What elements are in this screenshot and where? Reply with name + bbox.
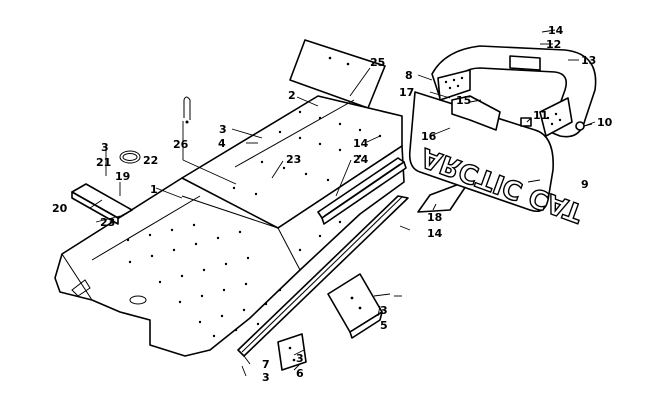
callout-23: 23 — [100, 216, 115, 229]
bracket-5 — [327, 273, 383, 339]
cable-26 — [183, 96, 191, 124]
tunnel-rivets — [232, 110, 382, 196]
callout-5: 5 — [380, 319, 388, 332]
callout-17: 17 — [399, 86, 414, 99]
rail-7 — [237, 195, 409, 357]
callout-20: 20 — [52, 202, 68, 215]
callout-7: 7 — [262, 358, 270, 371]
callout-21: 21 — [96, 156, 111, 169]
callout-15: 15 — [456, 94, 471, 107]
callout-16: 16 — [421, 130, 437, 143]
bracket-15 — [451, 95, 501, 131]
callout-2: 2 — [288, 89, 296, 102]
rear-bumper-13 — [431, 45, 597, 138]
callout-3: 3 — [262, 371, 270, 384]
callout-12: 12 — [546, 38, 561, 51]
callout-3: 3 — [296, 352, 304, 365]
chassis-holes — [126, 220, 342, 338]
callout-18: 18 — [427, 211, 442, 224]
callout-8: 8 — [405, 69, 413, 82]
taillight-11 — [520, 117, 532, 127]
leader-lines — [89, 29, 596, 377]
callout-23: 23 — [286, 153, 301, 166]
bumper-grip-holes — [444, 76, 562, 126]
callout-3: 3 — [219, 123, 227, 136]
callout-11: 11 — [533, 109, 548, 122]
clamp-22 — [119, 150, 141, 164]
callout-13: 13 — [581, 54, 596, 67]
chassis-pan — [54, 145, 405, 357]
callout-9: 9 — [581, 178, 589, 191]
callout-3: 3 — [380, 304, 388, 317]
callout-10: 10 — [597, 116, 613, 129]
slide-rail-24 — [317, 157, 407, 225]
plate-6 — [277, 333, 307, 371]
callout-14: 14 — [427, 227, 443, 240]
callouts: 1 2 3 3 3 3 3 4 5 6 7 8 9 10 11 12 13 14… — [52, 24, 613, 384]
callout-19: 19 — [115, 170, 130, 183]
callout-14: 14 — [353, 137, 369, 150]
callout-3: 3 — [101, 141, 109, 154]
callout-4: 4 — [218, 137, 226, 150]
bracket-20 — [71, 183, 133, 225]
callout-26: 26 — [173, 138, 189, 151]
callout-25: 25 — [370, 56, 385, 69]
callout-6: 6 — [296, 367, 304, 380]
callout-14: 14 — [548, 24, 564, 37]
callout-24: 24 — [353, 153, 369, 166]
callout-1: 1 — [150, 183, 158, 196]
decal-25 — [289, 39, 386, 109]
callout-22: 22 — [143, 154, 158, 167]
